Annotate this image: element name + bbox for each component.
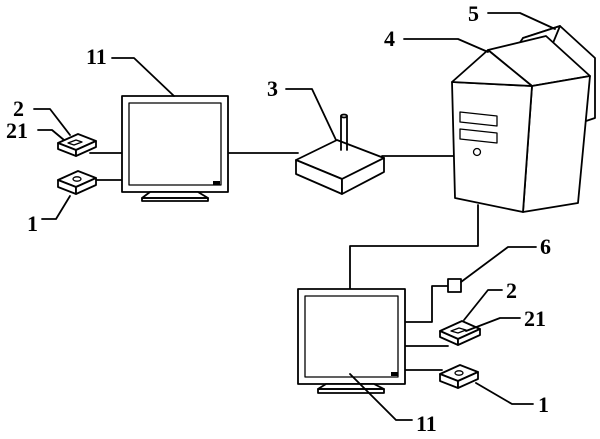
label-server: 4: [384, 26, 395, 51]
label-card-slot-bottom: 21: [524, 306, 546, 331]
key-device-bottom: [439, 364, 479, 389]
label-key-device-bottom: 1: [538, 392, 549, 417]
key-device-top: [57, 170, 97, 195]
label-sensor: 6: [540, 234, 551, 259]
label-server-module: 5: [468, 1, 479, 26]
card-reader-top: [57, 133, 97, 157]
card-slot-bottom: [450, 327, 467, 334]
sensor: [447, 278, 462, 293]
router: [295, 113, 385, 195]
label-monitor-bottom: 11: [416, 411, 437, 436]
label-key-device-top: 1: [27, 211, 38, 236]
label-card-slot-top: 21: [6, 118, 28, 143]
label-router: 3: [267, 76, 278, 101]
cable-sensor-to-monitor-bottom: [404, 285, 449, 323]
label-monitor-top: 11: [86, 44, 107, 69]
drive-bay: [459, 111, 498, 127]
card-reader-bottom: [439, 320, 481, 346]
label-card-reader-bottom: 2: [506, 278, 517, 303]
power-button: [472, 147, 482, 157]
cables: [89, 152, 479, 371]
server-tower: [451, 25, 596, 213]
reference-labels: 11 2 21 1 3 4 5 6 2 21 1 11: [6, 1, 551, 436]
cable-server-to-monitor-bottom: [349, 204, 479, 290]
card-slot-top: [67, 139, 83, 146]
monitor-bottom: [297, 288, 406, 394]
leader-lines: [33, 12, 556, 421]
label-card-reader-top: 2: [13, 96, 24, 121]
monitor-top: [121, 95, 229, 202]
